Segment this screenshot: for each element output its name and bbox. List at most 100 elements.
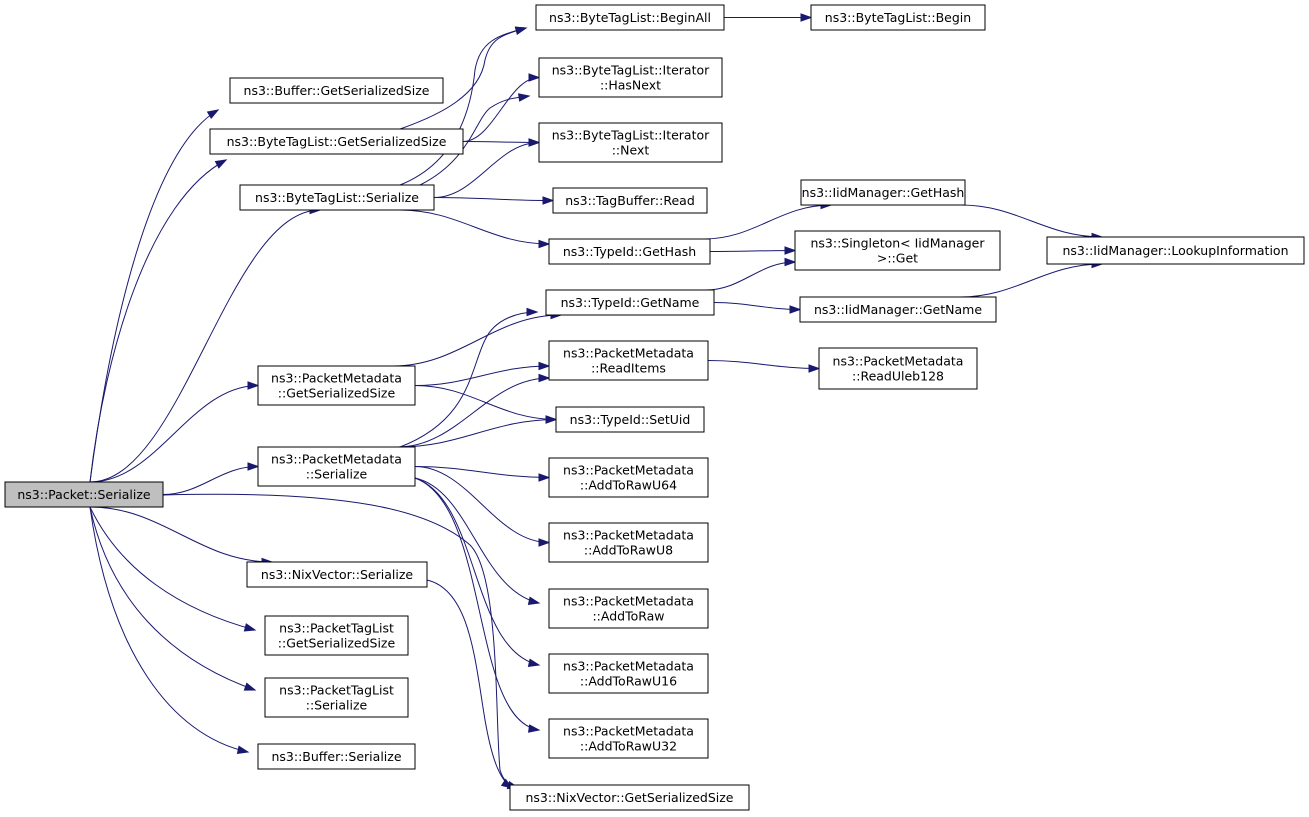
node-typeid-getname[interactable]: ns3::TypeId::GetName [545, 289, 715, 316]
node-packet-serialize[interactable]: ns3::Packet::Serialize [4, 481, 164, 508]
node-label: ns3::ByteTagList::GetSerializedSize [227, 134, 447, 149]
node-packetmetadata-getserializedsize[interactable]: ns3::PacketMetadata::GetSerializedSize [257, 365, 416, 406]
arrowhead [528, 73, 541, 82]
node-box[interactable] [246, 561, 428, 588]
arrowhead [784, 257, 797, 267]
node-box[interactable] [794, 230, 1001, 271]
node-label: >::Get [877, 251, 918, 266]
node-bytetaglist-serialize[interactable]: ns3::ByteTagList::Serialize [239, 184, 435, 211]
node-box[interactable] [548, 653, 709, 694]
node-nixvector-serialize[interactable]: ns3::NixVector::Serialize [246, 561, 428, 588]
node-buffer-serialize[interactable]: ns3::Buffer::Serialize [257, 743, 416, 770]
edge-typeid_getname-to-iidmanager_getname [713, 302, 802, 314]
node-box[interactable] [209, 128, 464, 155]
edge-bytetaglist_serialize-to-bytetaglist_beginall [399, 26, 528, 186]
node-box[interactable] [509, 784, 750, 811]
node-box[interactable] [257, 446, 416, 487]
node-label: ::AddToRawU16 [580, 674, 677, 689]
node-box[interactable] [1046, 236, 1305, 265]
node-packetmetadata-readitems[interactable]: ns3::PacketMetadata::ReadItems [548, 340, 709, 381]
node-box[interactable] [800, 179, 966, 206]
edge-packet_serialize-to-bytetaglist_getserializedsize [89, 159, 228, 483]
node-packetmetadata-addtorawu32[interactable]: ns3::PacketMetadata::AddToRawU32 [548, 718, 709, 759]
node-box[interactable] [264, 677, 409, 718]
node-packetmetadata-readuleb128[interactable]: ns3::PacketMetadata::ReadUleb128 [818, 347, 978, 390]
edge-typeid_getname-to-singleton_iidmanager_get [705, 257, 797, 291]
node-iidmanager-getname[interactable]: ns3::IidManager::GetName [799, 296, 997, 323]
node-box[interactable] [264, 615, 409, 656]
edge-packetmetadata_getserializedsize-to-typeid_setuid [414, 385, 558, 424]
node-packetmetadata-serialize[interactable]: ns3::PacketMetadata::Serialize [257, 446, 416, 487]
node-label: ns3::Buffer::Serialize [271, 749, 401, 764]
node-box[interactable] [535, 4, 725, 31]
node-box[interactable] [552, 187, 708, 214]
node-label: ns3::PacketMetadata [833, 354, 964, 369]
node-iidmanager-gethash[interactable]: ns3::IidManager::GetHash [800, 179, 966, 206]
node-box[interactable] [548, 457, 709, 498]
node-label: ::Serialize [306, 698, 368, 713]
node-box[interactable] [548, 718, 709, 759]
arrowhead [528, 138, 541, 147]
node-typeid-setuid[interactable]: ns3::TypeId::SetUid [555, 406, 705, 433]
edge-bytetaglist_getserializedsize-to-bytetaglist_iterator_next [462, 138, 541, 147]
node-bytetaglist-beginall[interactable]: ns3::ByteTagList::BeginAll [535, 4, 725, 31]
node-box[interactable] [548, 340, 709, 381]
edge-bytetaglist_serialize-to-typeid_gethash [399, 209, 551, 249]
edge-bytetaglist_serialize-to-tagbuffer_read [433, 196, 555, 205]
node-iidmanager-lookupinformation[interactable]: ns3::IidManager::LookupInformation [1046, 236, 1305, 265]
edge-packetmetadata_serialize-to-packetmetadata_addtorawu16 [414, 477, 541, 667]
arrowhead [500, 778, 514, 789]
node-box[interactable] [810, 4, 986, 31]
node-packetmetadata-addtorawu16[interactable]: ns3::PacketMetadata::AddToRawU16 [548, 653, 709, 694]
node-packetmetadata-addtorawu8[interactable]: ns3::PacketMetadata::AddToRawU8 [548, 522, 709, 563]
arrowhead [214, 159, 228, 169]
node-packetmetadata-addtoraw[interactable]: ns3::PacketMetadata::AddToRaw [548, 588, 709, 629]
node-box[interactable] [239, 184, 435, 211]
edge-packetmetadata_serialize-to-packetmetadata_addtorawu32 [414, 477, 541, 733]
node-label: ns3::IidManager::GetHash [802, 185, 965, 200]
edge-packet_serialize-to-buffer_getserializedsize [89, 109, 220, 483]
node-label: ::ReadItems [591, 361, 666, 376]
node-tagbuffer-read[interactable]: ns3::TagBuffer::Read [552, 187, 708, 214]
edge-packetmetadata_serialize-to-typeid_getname [399, 307, 539, 448]
node-box[interactable] [545, 289, 715, 316]
node-box[interactable] [257, 365, 416, 406]
node-box[interactable] [555, 406, 705, 433]
edge-typeid_gethash-to-singleton_iidmanager_get [709, 246, 797, 255]
node-box[interactable] [4, 481, 164, 508]
node-buffer-getserializedsize[interactable]: ns3::Buffer::GetSerializedSize [229, 77, 444, 104]
node-label: ns3::TypeId::GetHash [563, 244, 696, 259]
node-box[interactable] [538, 122, 723, 163]
node-label: ns3::TypeId::SetUid [570, 412, 691, 427]
node-label: ns3::Packet::Serialize [17, 487, 151, 502]
node-singleton-iidmanager-get[interactable]: ns3::Singleton< IidManager>::Get [794, 230, 1001, 271]
node-box[interactable] [257, 743, 416, 770]
node-label: ns3::PacketTagList [279, 683, 394, 698]
node-packettaglist-getserializedsize[interactable]: ns3::PacketTagList::GetSerializedSize [264, 615, 409, 656]
node-typeid-gethash[interactable]: ns3::TypeId::GetHash [548, 238, 711, 265]
node-box[interactable] [548, 588, 709, 629]
node-nixvector-getserializedsize[interactable]: ns3::NixVector::GetSerializedSize [509, 784, 750, 811]
edge-packet_serialize-to-nixvector_serialize [89, 506, 274, 567]
node-label: ns3::PacketMetadata [271, 452, 402, 467]
node-label: ns3::ByteTagList::Begin [825, 10, 971, 25]
edge-packet_serialize-to-packettaglist_getserializedsize [89, 506, 257, 632]
node-label: ::GetSerializedSize [278, 386, 396, 401]
node-bytetaglist-begin[interactable]: ns3::ByteTagList::Begin [810, 4, 986, 31]
node-box[interactable] [548, 522, 709, 563]
node-packettaglist-serialize[interactable]: ns3::PacketTagList::Serialize [264, 677, 409, 718]
arrowhead [800, 13, 813, 22]
node-packetmetadata-addtorawu64[interactable]: ns3::PacketMetadata::AddToRawU64 [548, 457, 709, 498]
node-box[interactable] [818, 347, 978, 390]
node-bytetaglist-iterator-next[interactable]: ns3::ByteTagList::Iterator::Next [538, 122, 723, 163]
edge-packet_serialize-to-buffer_serialize [89, 506, 250, 754]
node-box[interactable] [799, 296, 997, 323]
node-box[interactable] [229, 77, 444, 104]
node-box[interactable] [538, 57, 723, 98]
node-bytetaglist-getserializedsize[interactable]: ns3::ByteTagList::GetSerializedSize [209, 128, 464, 155]
node-label: ns3::ByteTagList::Iterator [552, 128, 710, 143]
edge-bytetaglist_serialize-to-bytetaglist_iterator_next [433, 138, 541, 198]
node-box[interactable] [548, 238, 711, 265]
arrowhead [206, 109, 220, 120]
node-bytetaglist-iterator-hasnext[interactable]: ns3::ByteTagList::Iterator::HasNext [538, 57, 723, 98]
